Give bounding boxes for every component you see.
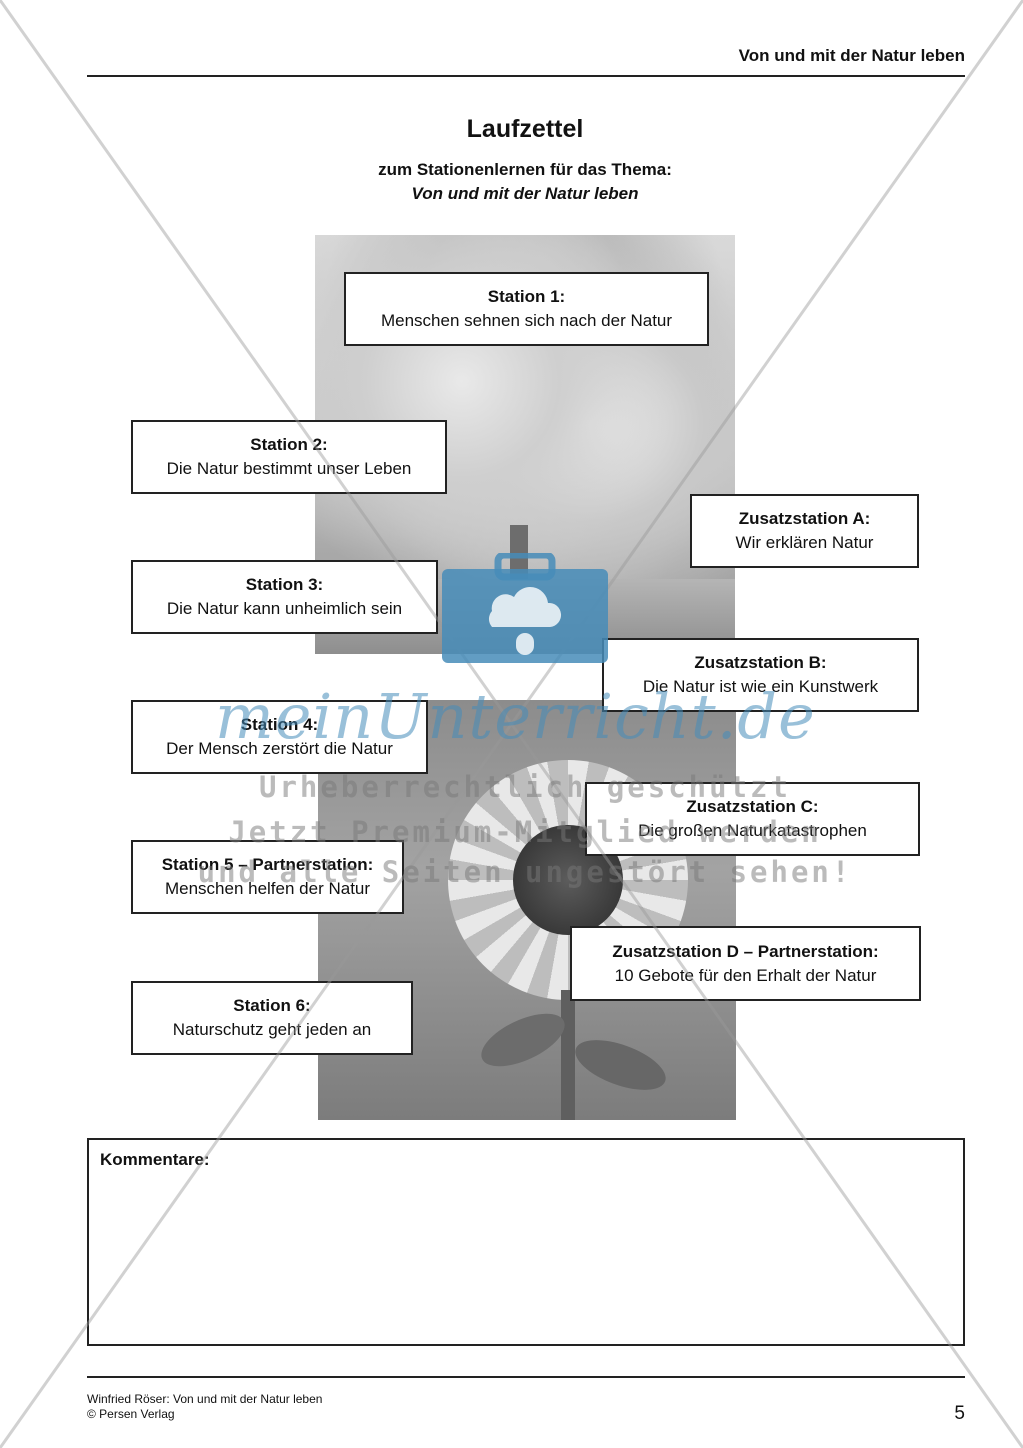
footer-author: Winfried Röser: Von und mit der Natur le… bbox=[87, 1392, 323, 1406]
sunflower-leaf bbox=[473, 1002, 573, 1078]
topic-title: Von und mit der Natur leben bbox=[411, 184, 639, 203]
sunflower-leaf bbox=[569, 1029, 672, 1101]
station-text: Naturschutz geht jeden an bbox=[172, 1020, 372, 1039]
station-text: Die großen Naturkatastrophen bbox=[638, 821, 867, 840]
station-text: Menschen helfen der Natur bbox=[164, 879, 371, 898]
station-heading: Station 4: bbox=[240, 715, 319, 734]
station-text: Die Natur bestimmt unser Leben bbox=[166, 459, 412, 478]
station-1-box: Station 1: Menschen sehnen sich nach der… bbox=[344, 272, 709, 346]
page-number: 5 bbox=[954, 1403, 965, 1424]
page-subtitle: zum Stationenlernen für das Thema: bbox=[378, 160, 672, 179]
station-5-box: Station 5 – Partnerstation: Menschen hel… bbox=[131, 840, 404, 914]
sunflower-stem bbox=[561, 990, 575, 1120]
station-heading: Station 6: bbox=[233, 996, 311, 1015]
zusatzstation-d-box: Zusatzstation D – Partnerstation: 10 Geb… bbox=[570, 926, 921, 1001]
footer-publisher: © Persen Verlag bbox=[87, 1407, 175, 1421]
station-2-box: Station 2: Die Natur bestimmt unser Lebe… bbox=[131, 420, 447, 494]
station-text: Die Natur kann unheimlich sein bbox=[166, 599, 403, 618]
zusatzstation-a-box: Zusatzstation A: Wir erklären Natur bbox=[690, 494, 919, 568]
station-heading: Zusatzstation C: bbox=[686, 797, 819, 816]
zusatzstation-c-box: Zusatzstation C: Die großen Naturkatastr… bbox=[585, 782, 920, 856]
station-heading: Zusatzstation B: bbox=[694, 653, 827, 672]
watermark-line: Urheberrechtlich geschützt bbox=[259, 770, 791, 804]
station-heading: Station 2: bbox=[250, 435, 328, 454]
watermark-line: und alle Seiten ungestört sehen! bbox=[197, 855, 853, 889]
station-heading: Station 1: bbox=[487, 287, 566, 306]
comments-label: Kommentare: bbox=[100, 1150, 210, 1169]
footer-credits: Winfried Röser: Von und mit der Natur le… bbox=[87, 1392, 322, 1422]
station-heading: Station 3: bbox=[245, 575, 324, 594]
station-heading: Station 5 – Partnerstation: bbox=[161, 855, 374, 874]
station-text: Der Mensch zerstört die Natur bbox=[166, 739, 393, 758]
station-4-box: Station 4: Der Mensch zerstört die Natur bbox=[131, 700, 428, 774]
header-rule bbox=[87, 75, 965, 77]
briefcase-cloud-icon bbox=[442, 553, 608, 663]
station-6-box: Station 6: Naturschutz geht jeden an bbox=[131, 981, 413, 1055]
comments-box[interactable] bbox=[87, 1138, 965, 1346]
station-text: Menschen sehnen sich nach der Natur bbox=[380, 311, 673, 330]
station-heading: Zusatzstation A: bbox=[738, 509, 871, 528]
watermark-logo: meinUnterricht.de bbox=[215, 680, 816, 753]
watermark-line: Jetzt Premium-Mitglied werden bbox=[228, 815, 822, 849]
running-header: Von und mit der Natur leben bbox=[738, 46, 965, 65]
station-heading: Zusatzstation D – Partnerstation: bbox=[612, 941, 879, 961]
station-text: Die Natur ist wie ein Kunstwerk bbox=[642, 677, 879, 696]
station-text: Wir erklären Natur bbox=[735, 533, 874, 552]
footer-rule bbox=[87, 1376, 965, 1378]
zusatzstation-b-box: Zusatzstation B: Die Natur ist wie ein K… bbox=[602, 638, 919, 712]
page-title: Laufzettel bbox=[466, 115, 584, 143]
station-text: 10 Gebote für den Erhalt der Natur bbox=[614, 965, 877, 985]
station-3-box: Station 3: Die Natur kann unheimlich sei… bbox=[131, 560, 438, 634]
